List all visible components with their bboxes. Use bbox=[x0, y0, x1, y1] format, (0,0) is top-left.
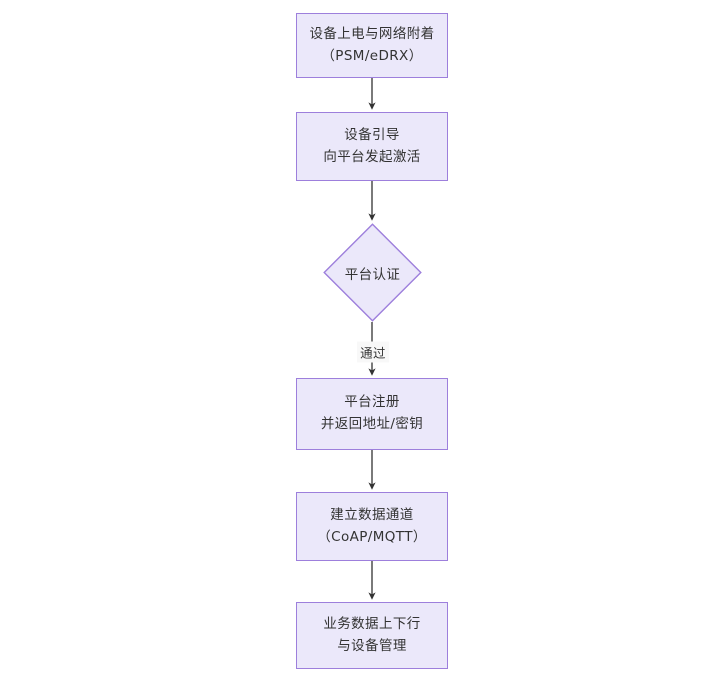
node-device-power-on[interactable]: 设备上电与网络附着 （PSM/eDRX） bbox=[296, 13, 448, 78]
node-label-line: 平台认证 bbox=[344, 266, 401, 283]
node-establish-data-channel[interactable]: 建立数据通道 （CoAP/MQTT） bbox=[296, 492, 448, 561]
node-business-data-and-device-mgmt[interactable]: 业务数据上下行 与设备管理 bbox=[296, 602, 448, 669]
node-label-line: 平台注册 bbox=[344, 394, 400, 411]
edge-label-pass: 通过 bbox=[357, 341, 389, 363]
node-label-line: 与设备管理 bbox=[337, 637, 407, 654]
node-label-line: 向平台发起激活 bbox=[323, 148, 421, 165]
node-label-line: （CoAP/MQTT） bbox=[317, 528, 427, 545]
node-platform-register[interactable]: 平台注册 并返回地址/密钥 bbox=[296, 378, 448, 450]
diamond-shape bbox=[323, 223, 422, 322]
node-label-line: 业务数据上下行 bbox=[323, 615, 421, 632]
node-label-line: 建立数据通道 bbox=[330, 506, 414, 523]
node-label-line: （PSM/eDRX） bbox=[321, 47, 423, 64]
node-label-line: 并返回地址/密钥 bbox=[320, 416, 424, 432]
node-label-line: 设备引导 bbox=[344, 126, 400, 143]
node-label-line: 设备上电与网络附着 bbox=[309, 25, 435, 42]
node-platform-auth-decision[interactable]: 平台认证 bbox=[323, 223, 422, 322]
node-device-bootstrap[interactable]: 设备引导 向平台发起激活 bbox=[296, 112, 448, 181]
